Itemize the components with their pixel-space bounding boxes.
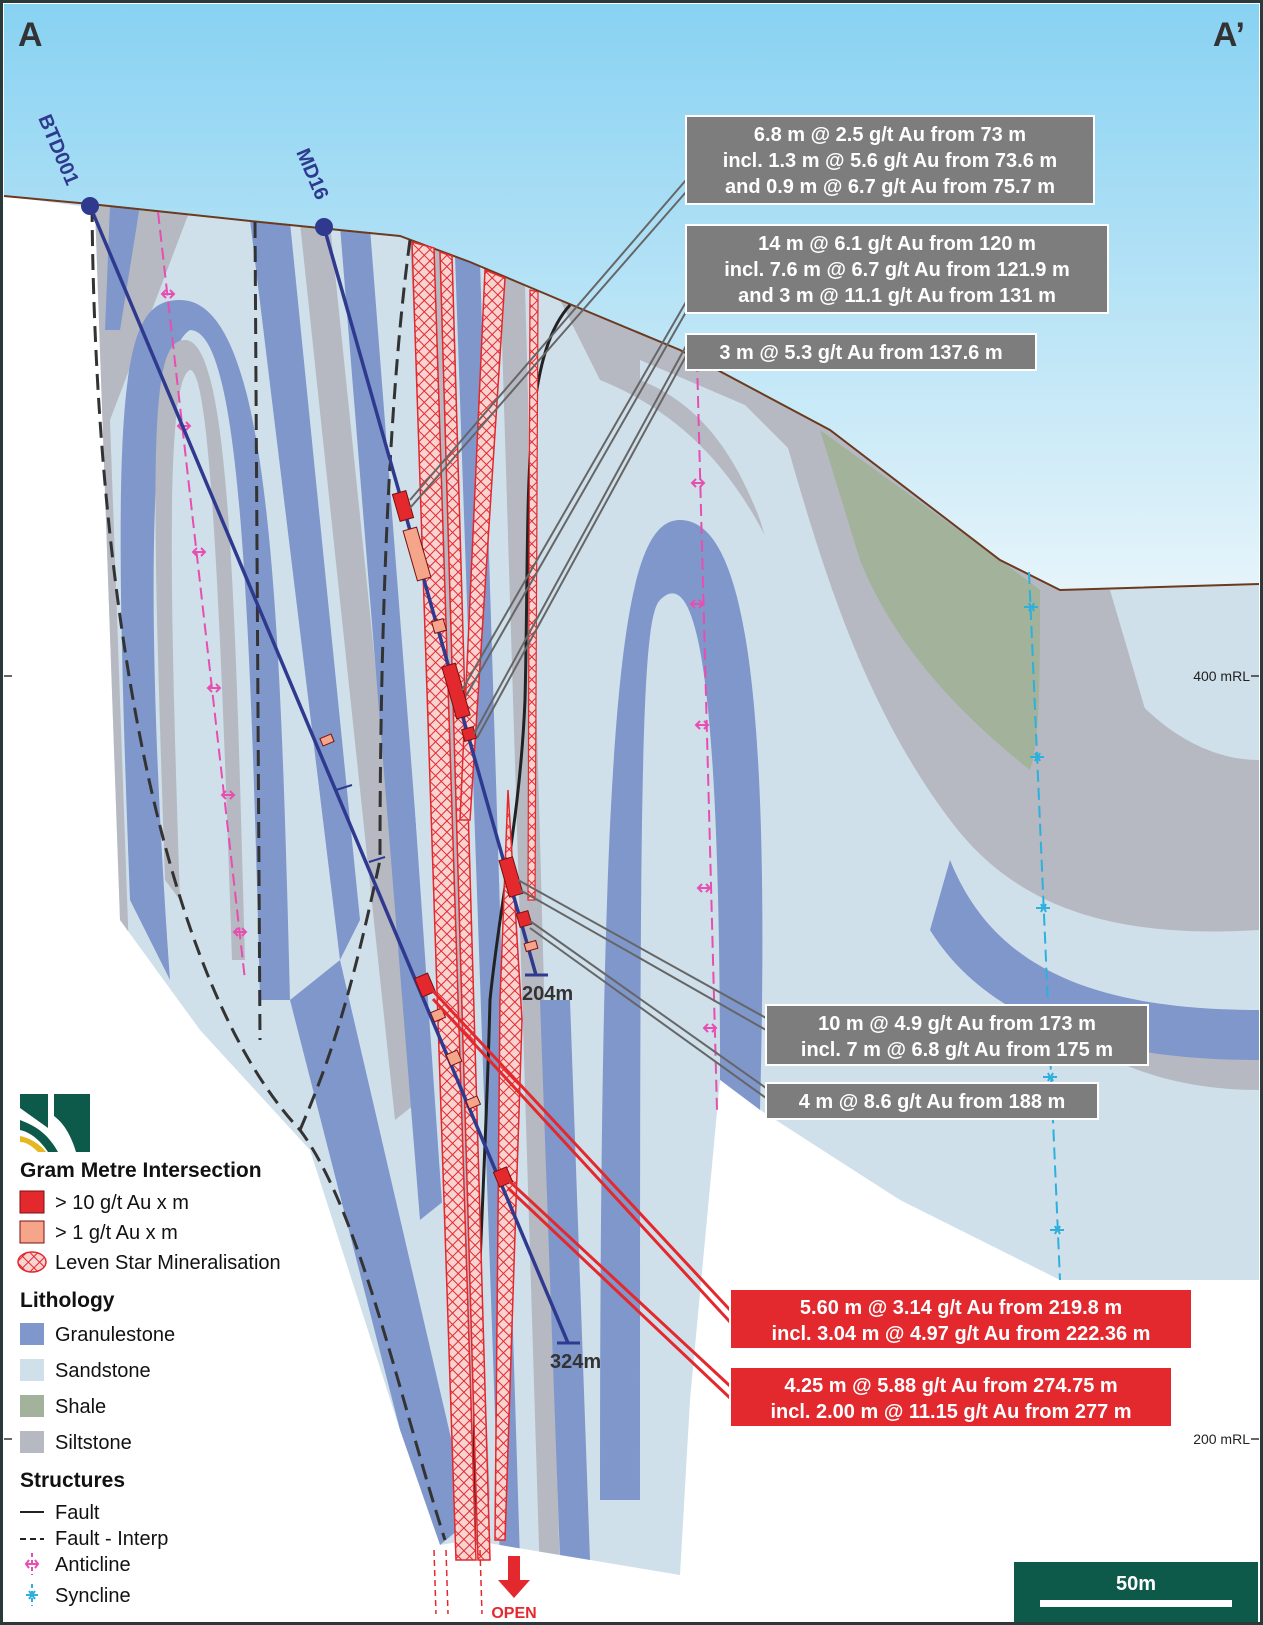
legend-swatch-sandstone (20, 1359, 44, 1381)
intercept-line: 4 m @ 8.6 g/t Au from 188 m (799, 1091, 1066, 1113)
collar-btd001 (81, 197, 99, 215)
legend-item: Syncline (55, 1585, 131, 1607)
intercept-line: and 0.9 m @ 6.7 g/t Au from 75.7 m (725, 176, 1055, 198)
legend-swatch-high-grade (20, 1191, 44, 1213)
intercept-line: incl. 7.6 m @ 6.7 g/t Au from 121.9 m (724, 259, 1070, 281)
scale-bar: 50m (1014, 1562, 1258, 1622)
company-logo (20, 1094, 90, 1152)
intersection-low-grade (432, 619, 447, 634)
intercept-callout: 6.8 m @ 2.5 g/t Au from 73 m incl. 1.3 m… (686, 116, 1094, 204)
legend-swatch-siltstone (20, 1431, 44, 1453)
intercept-line: 5.60 m @ 3.14 g/t Au from 219.8 m (800, 1297, 1122, 1319)
intercept-line: 10 m @ 4.9 g/t Au from 173 m (818, 1013, 1096, 1035)
intercept-line: 14 m @ 6.1 g/t Au from 120 m (758, 233, 1036, 255)
open-label: OPEN (491, 1605, 536, 1622)
intercept-line: 6.8 m @ 2.5 g/t Au from 73 m (754, 124, 1026, 146)
legend-item: Sandstone (55, 1360, 151, 1382)
intercept-line: incl. 1.3 m @ 5.6 g/t Au from 73.6 m (723, 150, 1057, 172)
intercept-callout: 3 m @ 5.3 g/t Au from 137.6 m (686, 334, 1036, 370)
legend-item: Fault (55, 1502, 100, 1524)
collar-md16 (315, 218, 333, 236)
legend-swatch-low-grade (20, 1221, 44, 1243)
intercept-callout: 5.60 m @ 3.14 g/t Au from 219.8 m incl. … (730, 1289, 1192, 1349)
legend-swatch-mineralisation (18, 1252, 46, 1272)
section-end-label: A’ (1213, 16, 1245, 54)
legend-swatch-shale (20, 1395, 44, 1417)
legend-item: Siltstone (55, 1432, 132, 1454)
scale-bar-label: 50m (1116, 1573, 1156, 1595)
intercept-line: 3 m @ 5.3 g/t Au from 137.6 m (719, 342, 1002, 364)
legend-item: Granulestone (55, 1324, 175, 1346)
legend-item: Leven Star Mineralisation (55, 1252, 281, 1274)
legend-item: Anticline (55, 1554, 131, 1576)
legend-item: Fault - Interp (55, 1528, 168, 1550)
legend-item: > 1 g/t Au x m (55, 1222, 178, 1244)
legend-item: Shale (55, 1396, 106, 1418)
intercept-line: incl. 3.04 m @ 4.97 g/t Au from 222.36 m (772, 1323, 1151, 1345)
section-start-label: A (18, 16, 43, 54)
elevation-label-200: 200 mRL (1193, 1431, 1250, 1447)
legend-item: > 10 g/t Au x m (55, 1192, 189, 1214)
intercept-line: and 3 m @ 11.1 g/t Au from 131 m (738, 285, 1056, 307)
end-depth-md16: 204m (522, 983, 573, 1005)
intercept-line: incl. 2.00 m @ 11.15 g/t Au from 277 m (770, 1401, 1131, 1423)
intercept-line: incl. 7 m @ 6.8 g/t Au from 175 m (801, 1039, 1113, 1061)
intercept-callout: 4 m @ 8.6 g/t Au from 188 m (766, 1083, 1098, 1119)
legend-heading-lithology: Lithology (20, 1289, 115, 1312)
legend-swatch-granulestone (20, 1323, 44, 1345)
intercept-callout: 10 m @ 4.9 g/t Au from 173 m incl. 7 m @… (766, 1005, 1148, 1065)
legend-heading-gram-metre: Gram Metre Intersection (20, 1159, 262, 1182)
intercept-line: 4.25 m @ 5.88 g/t Au from 274.75 m (784, 1375, 1117, 1397)
intercept-callout: 14 m @ 6.1 g/t Au from 120 m incl. 7.6 m… (686, 225, 1108, 313)
elevation-label-400: 400 mRL (1193, 668, 1250, 684)
intercept-callout: 4.25 m @ 5.88 g/t Au from 274.75 m incl.… (730, 1367, 1172, 1427)
legend-heading-structures: Structures (20, 1469, 125, 1492)
end-depth-btd001: 324m (550, 1351, 601, 1373)
